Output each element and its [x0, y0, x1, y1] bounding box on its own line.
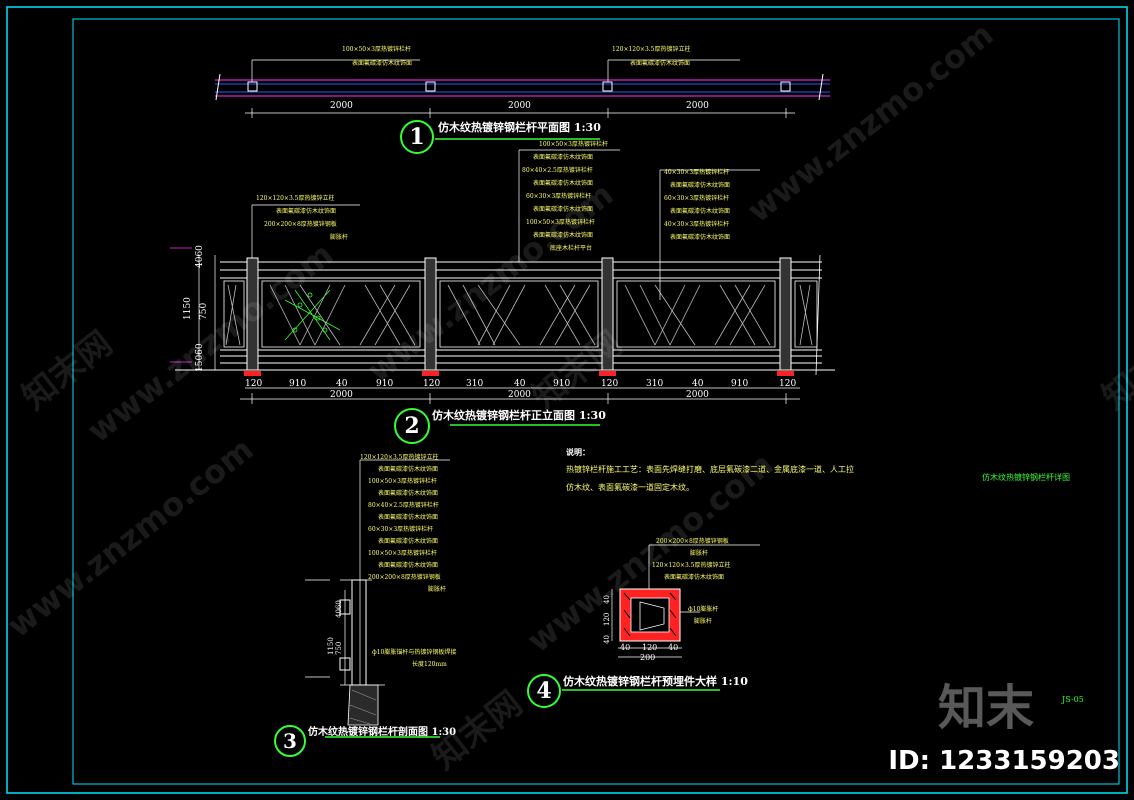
detail-h-dimension: 40 — [668, 643, 679, 652]
elevation-segment-dimension: 910 — [731, 379, 749, 389]
elevation-annotation: 表面氟碳漆仿木纹饰面 — [670, 234, 731, 241]
elevation-annotation: 40×30×3厚热镀锌栏杆 — [664, 221, 730, 228]
elevation-annotation: 60×30×3厚热镀锌栏杆 — [664, 195, 730, 202]
section-vertical-dimension: 750 — [335, 641, 343, 655]
detail-v-dimension: 40 — [603, 635, 611, 644]
drawing-number-2: 2 — [394, 408, 430, 444]
elevation-annotation: 表面氟碳漆仿木纹饰面 — [533, 206, 594, 213]
section-annotation: 80×40×2.5厚热镀锌栏杆 — [368, 502, 439, 509]
elevation-annotation: 表面氟碳漆仿木纹饰面 — [670, 208, 731, 215]
elevation-annotation: 100×50×3厚热镀锌栏杆 — [526, 219, 595, 226]
detail-v-dimension: 120 — [603, 612, 611, 626]
section-title: 仿木纹热镀锌钢栏杆剖面图 1:30 — [308, 727, 457, 738]
section-note: 长度120mm — [412, 661, 447, 668]
section-annotation: 120×120×3.5厚热镀锌立柱 — [360, 454, 439, 461]
plan-annotation: 表面氟碳漆仿木纹饰面 — [630, 60, 691, 67]
section-annotation: 表面氟碳漆仿木纹饰面 — [378, 466, 439, 473]
plan-title: 仿木纹热镀锌钢栏杆平面图 1:30 — [438, 121, 601, 134]
section-vertical-dimension: 1150 — [327, 637, 335, 655]
section-annotation: 表面氟碳漆仿木纹饰面 — [378, 538, 439, 545]
section-annotation: 表面氟碳漆仿木纹饰面 — [378, 514, 439, 521]
elevation-dimension: 2000 — [508, 390, 531, 400]
elevation-annotation: 200×200×8厚热镀锌钢板 — [264, 221, 337, 228]
side-title: 仿木纹热镀锌钢栏杆详图 — [982, 473, 1070, 482]
elevation-segment-dimension: 120 — [245, 379, 263, 389]
section-annotation: 200×200×8厚热镀锌钢板 — [368, 574, 441, 581]
embed-detail-view — [562, 544, 760, 691]
elevation-segment-dimension: 120 — [601, 379, 619, 389]
notes-line-1: 热镀锌栏杆施工工艺：表面先焊缝打磨、底层氟碳漆二道、金属底漆一道、人工拉 — [566, 465, 854, 474]
elevation-segment-dimension: 40 — [336, 379, 348, 389]
elevation-segment-dimension: 40 — [692, 379, 704, 389]
detail-h-dimension: 120 — [642, 643, 658, 652]
elevation-annotation: 底座木栏杆平台 — [550, 245, 593, 252]
section-annotation: 100×50×3厚热镀锌栏杆 — [368, 478, 437, 485]
elevation-segment-dimension: 310 — [466, 379, 484, 389]
elevation-annotation: 120×120×3.5厚热镀锌立柱 — [256, 195, 335, 202]
elevation-segment-dimension: 120 — [779, 379, 797, 389]
elevation-vertical-dimension: 15060 — [195, 343, 205, 372]
sheet-inner-frame — [72, 18, 1120, 785]
notes-heading: 说明： — [566, 447, 590, 457]
section-annotation: 100×50×3厚热镀锌栏杆 — [368, 550, 437, 557]
section-annotation: 表面氟碳漆仿木纹饰面 — [378, 562, 439, 569]
section-note: ф10膨胀锚杆与热镀锌钢板焊接 — [372, 649, 457, 656]
elevation-annotation: 表面氟碳漆仿木纹饰面 — [533, 180, 594, 187]
notes-line-2: 仿木纹、表面氟碳漆一道固定木纹。 — [566, 483, 694, 492]
elevation-annotation: 表面氟碳漆仿木纹饰面 — [276, 208, 337, 215]
elevation-annotation: 80×40×2.5厚热镀锌栏杆 — [522, 167, 593, 174]
detail-annotation: 200×200×8厚热镀锌钢板 — [656, 538, 729, 545]
plan-dimension: 2000 — [508, 101, 531, 111]
elevation-dimension: 2000 — [686, 390, 709, 400]
elevation-segment-dimension: 910 — [289, 379, 307, 389]
section-annotation: 膨胀杆 — [428, 586, 447, 593]
detail-h-dimension: 40 — [620, 643, 631, 652]
detail-title: 仿木纹热镀锌钢栏杆预埋件大样 1:10 — [563, 675, 748, 688]
plan-dimension: 2000 — [330, 101, 353, 111]
elevation-vertical-dimension: 4060 — [195, 245, 205, 268]
plan-annotation: 100×50×3厚热镀锌栏杆 — [342, 46, 411, 53]
elevation-annotation: 100×50×3厚热镀锌栏杆 — [539, 141, 608, 148]
elevation-annotation: 表面氟碳漆仿木纹饰面 — [670, 182, 731, 189]
sheet-outer-frame — [6, 6, 1128, 794]
elevation-vertical-dimension: 1150 — [183, 297, 193, 320]
brand-logo: 知末 — [938, 680, 1035, 736]
drawing-number-4: 4 — [527, 674, 561, 708]
elevation-annotation: 表面氟碳漆仿木纹饰面 — [533, 154, 594, 161]
section-view — [305, 459, 450, 738]
elevation-segment-dimension: 310 — [646, 379, 664, 389]
detail-annotation: 膨胀杆 — [690, 550, 709, 557]
plan-view — [215, 59, 830, 140]
section-vertical-dimension: 4060 — [335, 600, 343, 618]
elevation-segment-dimension: 910 — [376, 379, 394, 389]
drawing-number-3: 3 — [274, 725, 306, 757]
elevation-vertical-dimension: 750 — [199, 302, 209, 320]
section-annotation: 60×30×3厚热镀锌栏杆 — [368, 526, 434, 533]
elevation-annotation: 表面氟碳漆仿木纹饰面 — [533, 232, 594, 239]
drawing-number-1: 1 — [400, 120, 434, 154]
elevation-annotation: 膨胀杆 — [330, 234, 349, 241]
detail-v-dimension: 40 — [603, 595, 611, 604]
plan-annotation: 表面氟碳漆仿木纹饰面 — [352, 60, 413, 67]
elevation-dimension: 2000 — [330, 390, 353, 400]
elevation-segment-dimension: 40 — [514, 379, 526, 389]
elevation-annotation: 40×30×3厚热镀锌栏杆 — [664, 169, 730, 176]
image-id-label: ID: 1233159203 — [888, 746, 1120, 776]
detail-h-dimension-total: 200 — [640, 653, 656, 662]
detail-annotation: 120×120×3.5厚热镀锌立柱 — [652, 562, 731, 569]
elevation-annotation: 60×30×3厚热镀锌栏杆 — [526, 193, 592, 200]
elevation-segment-dimension: 910 — [553, 379, 571, 389]
plan-dimension: 2000 — [686, 101, 709, 111]
elevation-view — [170, 149, 835, 426]
section-annotation: 表面氟碳漆仿木纹饰面 — [378, 490, 439, 497]
detail-annotation: 表面氟碳漆仿木纹饰面 — [664, 574, 725, 581]
sheet-code: JS-05 — [1062, 695, 1084, 704]
detail-anchor-label: 膨胀杆 — [694, 618, 713, 625]
elevation-segment-dimension: 120 — [423, 379, 441, 389]
detail-anchor-label: ф10膨胀杆 — [688, 606, 719, 613]
elevation-title: 仿木纹热镀锌钢栏杆正立面图 1:30 — [432, 409, 606, 422]
plan-annotation: 120×120×3.5厚热镀锌立柱 — [612, 46, 691, 53]
